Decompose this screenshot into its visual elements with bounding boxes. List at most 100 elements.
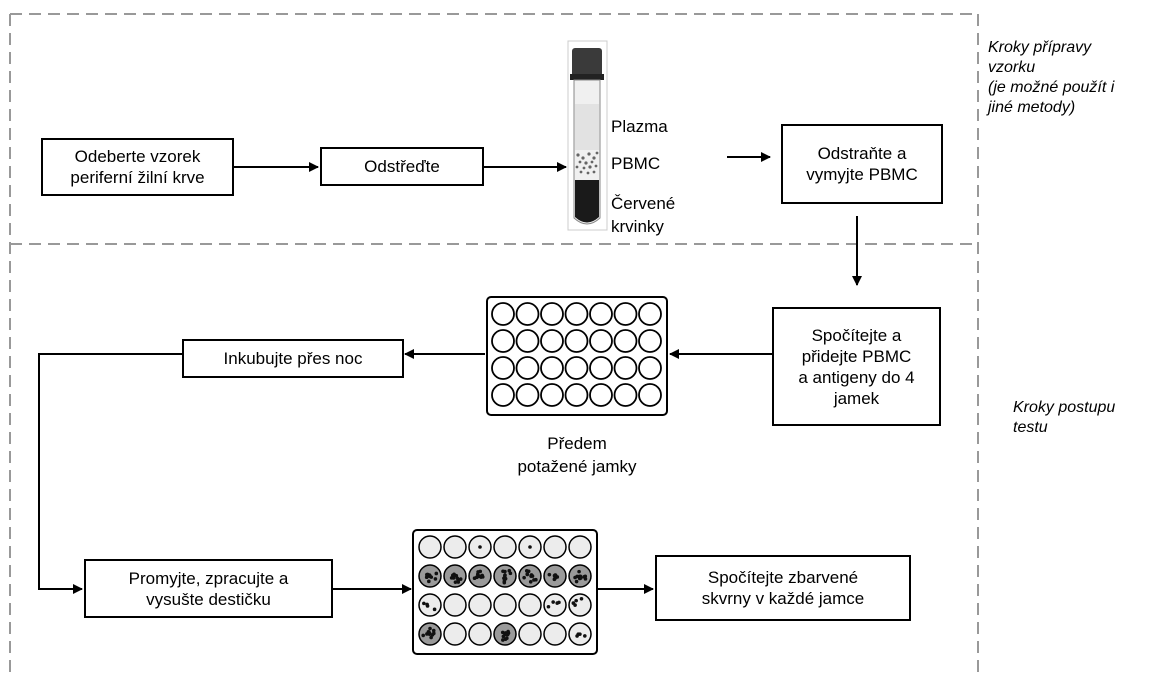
plate-well bbox=[638, 302, 662, 326]
well-spot bbox=[432, 607, 437, 612]
tube-label-pbmc: PBMC bbox=[611, 154, 661, 173]
well-spot bbox=[579, 596, 584, 601]
plate-well bbox=[468, 593, 492, 617]
well-spot bbox=[431, 628, 436, 633]
section-borders bbox=[9, 13, 979, 677]
tube-label-plasma: Plazma bbox=[611, 117, 668, 136]
well-plate-precoated bbox=[486, 296, 668, 416]
plate-well bbox=[613, 356, 638, 380]
well-spot bbox=[501, 638, 505, 642]
well-spot bbox=[425, 602, 429, 607]
plate-well bbox=[493, 535, 517, 559]
well-spot bbox=[503, 637, 508, 641]
flow-arrows bbox=[38, 152, 862, 594]
well-spot bbox=[453, 580, 458, 584]
plate-well bbox=[491, 302, 515, 326]
blood-tube-image bbox=[567, 40, 608, 231]
well-spot bbox=[508, 571, 513, 576]
well-spot bbox=[577, 569, 581, 574]
plate-well bbox=[638, 329, 662, 353]
plate-well bbox=[540, 302, 564, 326]
plate-well bbox=[515, 329, 540, 353]
step-count-add-pbmc: Spočítejte a přidejte PBMC a antigeny do… bbox=[772, 307, 941, 426]
plate-well bbox=[491, 329, 515, 353]
well-spot bbox=[547, 572, 552, 577]
well-spot bbox=[525, 572, 530, 577]
well-spot bbox=[583, 634, 587, 638]
step-remove-wash-pbmc: Odstraňte a vymyjte PBMC bbox=[781, 124, 943, 204]
step-incubate: Inkubujte přes noc bbox=[182, 339, 404, 378]
well-spot bbox=[579, 576, 583, 580]
plate-well bbox=[518, 593, 542, 617]
well-spot bbox=[451, 576, 456, 580]
plate-well bbox=[564, 302, 589, 326]
plate-caption: Předem potažené jamky bbox=[517, 434, 637, 476]
well-spot bbox=[427, 631, 432, 635]
plate-well bbox=[443, 535, 467, 559]
plate-well bbox=[638, 356, 662, 380]
plate-well bbox=[515, 302, 540, 326]
well-spot bbox=[504, 632, 508, 637]
well-spot bbox=[501, 569, 505, 574]
plate-well bbox=[540, 383, 564, 407]
well-spot bbox=[421, 633, 426, 638]
plate-well bbox=[613, 302, 638, 326]
plate-well bbox=[638, 383, 662, 407]
well-spot bbox=[571, 601, 576, 605]
plate-well bbox=[540, 356, 564, 380]
plate-well bbox=[443, 622, 467, 646]
plate-well bbox=[543, 593, 567, 617]
well-spot bbox=[425, 572, 429, 577]
well-spot bbox=[475, 575, 479, 579]
plate-well bbox=[515, 356, 540, 380]
tube-label-red-cells: Červené krvinky bbox=[611, 194, 676, 236]
well-plate-developed bbox=[412, 529, 598, 655]
well-spot bbox=[555, 601, 559, 605]
plate-well bbox=[543, 535, 567, 559]
plate-well bbox=[418, 535, 442, 559]
plate-well bbox=[468, 622, 492, 646]
well-spot bbox=[578, 632, 582, 636]
plate-well bbox=[543, 622, 567, 646]
section-label-sample-prep: Kroky přípravy vzorku (je možné použít i… bbox=[988, 39, 1115, 116]
plate-well bbox=[515, 383, 540, 407]
well-spot bbox=[427, 579, 431, 584]
well-spot bbox=[506, 629, 510, 634]
step-collect-blood: Odeberte vzorek periferní žilní krve bbox=[41, 138, 234, 196]
well-spot bbox=[522, 575, 526, 580]
well-spot bbox=[476, 570, 480, 574]
plate-well bbox=[491, 383, 515, 407]
plate-well bbox=[443, 593, 467, 617]
well-spot bbox=[532, 578, 536, 582]
plate-well bbox=[589, 356, 613, 380]
well-spot bbox=[501, 634, 506, 639]
well-spot bbox=[458, 577, 463, 581]
arrow-incubate-to-wash bbox=[38, 353, 182, 594]
plate-well bbox=[540, 329, 564, 353]
step-centrifuge: Odstřeďte bbox=[320, 147, 484, 186]
well-spot bbox=[574, 598, 578, 603]
well-spot bbox=[528, 545, 532, 549]
well-spot bbox=[429, 635, 433, 640]
well-spot bbox=[552, 573, 557, 578]
plate-well bbox=[589, 329, 613, 353]
plate-well bbox=[491, 356, 515, 380]
well-spot bbox=[430, 633, 435, 637]
well-spot bbox=[551, 600, 555, 604]
step-count-spots: Spočítejte zbarvené skvrny v každé jamce bbox=[655, 555, 911, 621]
well-spot bbox=[528, 579, 533, 584]
plate-well bbox=[493, 593, 517, 617]
well-spot bbox=[574, 579, 579, 584]
step-wash-process-dry: Promyjte, zpracujte a vysušte destičku bbox=[84, 559, 333, 618]
well-spot bbox=[529, 574, 533, 578]
plate-well bbox=[418, 593, 442, 617]
pbmc-layer bbox=[575, 151, 599, 175]
well-spot bbox=[524, 569, 529, 573]
well-spot bbox=[428, 626, 432, 631]
plate-well bbox=[589, 383, 613, 407]
plate-well bbox=[564, 356, 589, 380]
well-spot bbox=[478, 545, 482, 549]
plate-well bbox=[564, 383, 589, 407]
well-spot bbox=[433, 577, 438, 581]
well-spot bbox=[434, 571, 439, 576]
